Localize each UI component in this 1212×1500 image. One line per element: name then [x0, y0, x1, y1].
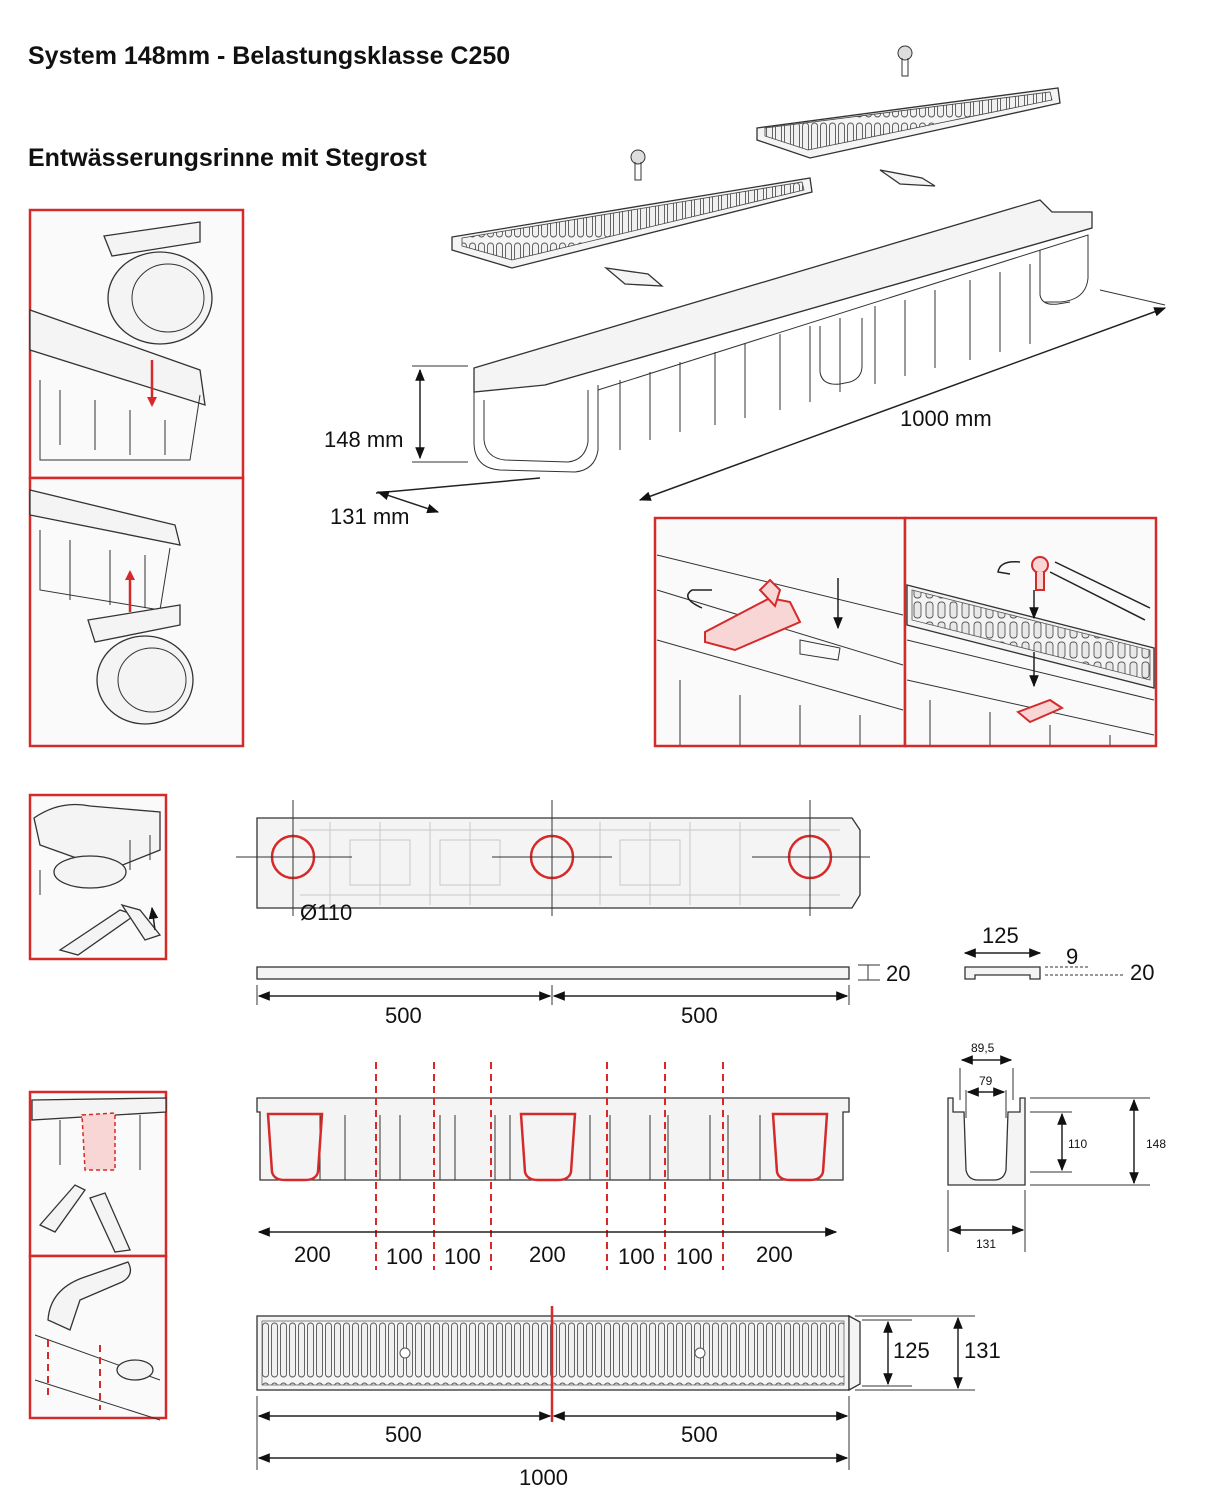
screw-lower-icon	[630, 149, 646, 181]
section-total-height: 148	[1146, 1137, 1166, 1151]
top-view: Ø110	[236, 800, 870, 925]
detail-panel-cutting	[28, 1090, 168, 1421]
channel-cross-section: 89,5 79 110 148 131	[947, 1041, 1166, 1252]
length-label: 1000 mm	[900, 406, 992, 431]
outlet-section-left	[266, 1112, 324, 1182]
grate-upper	[756, 87, 1061, 159]
detail-panel-clip	[653, 516, 907, 748]
segment-7: 200	[756, 1242, 793, 1267]
segment-1: 200	[294, 1242, 331, 1267]
screw-red-icon	[1031, 556, 1049, 574]
rotate-icon	[687, 589, 712, 609]
clip-upper-icon	[879, 169, 936, 187]
segment-3: 100	[444, 1244, 481, 1269]
wrench-icon	[1049, 561, 1151, 621]
page-subtitle: Entwässerungsrinne mit Stegrost	[28, 144, 427, 172]
outlet-diameter-label: Ø110	[300, 900, 352, 925]
grate-thickness: 20	[886, 961, 910, 986]
pipe-adapter-bottom-icon	[29, 489, 194, 725]
screw-upper-icon	[897, 45, 913, 77]
grate-left-length: 500	[385, 1003, 422, 1028]
grate-top-right: 500	[681, 1422, 718, 1447]
grate-top-view: 125 131 500 500 1000	[256, 1306, 1001, 1490]
segment-6: 100	[676, 1244, 713, 1269]
grate-section-height: 20	[1130, 960, 1154, 985]
grate-top-left: 500	[385, 1422, 422, 1447]
grate-section-width: 125	[982, 923, 1019, 948]
dimension-height: 148 mm	[324, 365, 468, 463]
grate-section-inset: 9	[1066, 944, 1078, 969]
grate-side-view: 500 500 20	[256, 961, 910, 1028]
width-label: 131 mm	[330, 504, 409, 529]
height-label: 148 mm	[324, 427, 403, 452]
grate-lower	[451, 177, 813, 269]
rotate-screw-icon	[997, 560, 1021, 575]
outlet-section-center	[519, 1112, 577, 1182]
segment-4: 200	[529, 1242, 566, 1267]
segment-2: 100	[386, 1244, 423, 1269]
section-inner-width: 79	[979, 1074, 993, 1088]
segment-5: 100	[618, 1244, 655, 1269]
grate-section: 125 9 20	[963, 923, 1154, 985]
grate-inner-width: 125	[893, 1338, 930, 1363]
pipe-adapter-top-icon	[29, 221, 213, 461]
section-inner-height: 110	[1068, 1137, 1087, 1151]
clip-lower-icon	[603, 267, 664, 287]
grate-right-length: 500	[681, 1003, 718, 1028]
section-bottom-width: 131	[976, 1237, 996, 1251]
dimension-width: 131 mm	[330, 477, 541, 529]
side-view: 200 100 100 200 100 100 200	[256, 1062, 850, 1270]
outlet-section-right	[771, 1112, 829, 1182]
grate-top-total: 1000	[519, 1465, 568, 1490]
detail-panel-outlet	[28, 793, 168, 961]
dimension-length: 1000 mm	[638, 289, 1167, 501]
page-title: System 148mm - Belastungsklasse C250	[28, 42, 511, 70]
detail-panel-screw	[903, 516, 1158, 748]
section-top-width: 89,5	[971, 1041, 995, 1055]
channel-isometric-view: 148 mm 131 mm 1000 mm	[324, 45, 1167, 529]
grate-outer-width: 131	[964, 1338, 1001, 1363]
detail-panel-connection	[28, 208, 245, 748]
